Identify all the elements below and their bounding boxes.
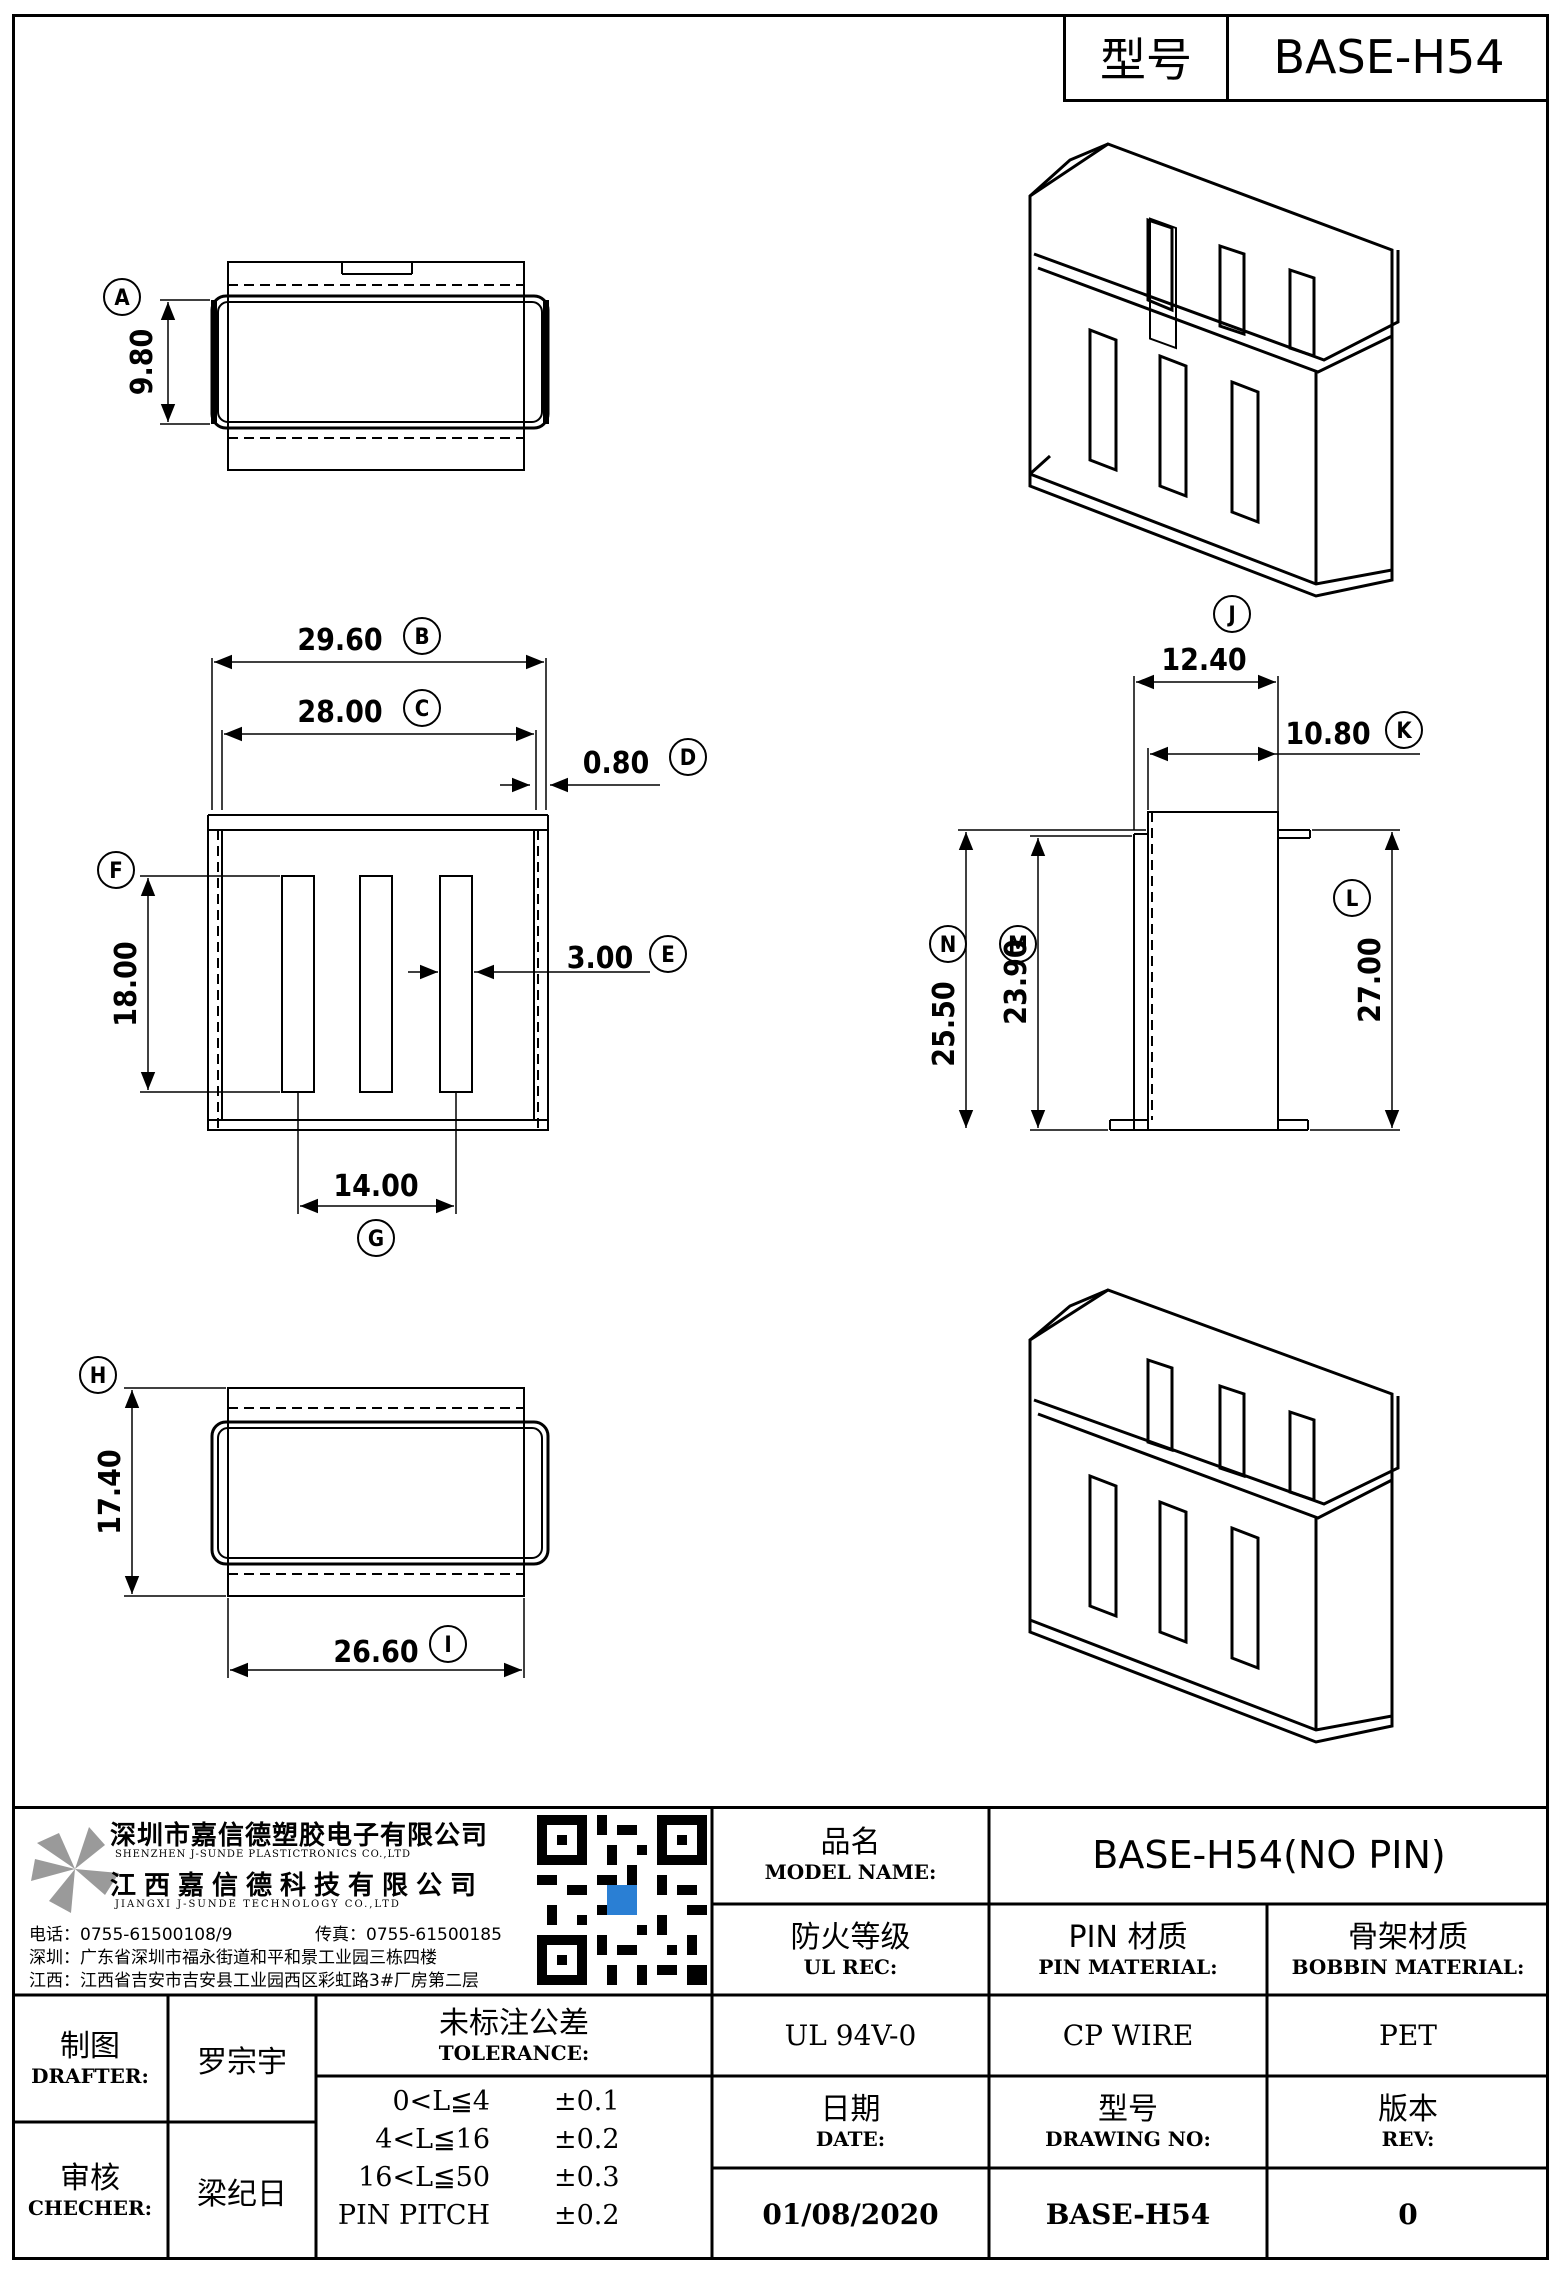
dim-D-value: 0.80 [583, 746, 650, 781]
dim-N-value: 25.50 [927, 981, 962, 1066]
drawing-no-label: 型号 DRAWING NO: [1045, 2092, 1211, 2152]
bottom-view [124, 1387, 550, 1678]
tolerance-label: 未标注公差 TOLERANCE: [438, 2005, 590, 2065]
dim-B-value: 29.60 [297, 623, 382, 658]
dim-I-value: 26.60 [333, 1635, 418, 1670]
company-area: 深圳市嘉信德塑胶电子有限公司 SHENZHEN J-SUNDE PLASTICT… [15, 1809, 712, 1992]
dim-E-value: 3.00 [567, 941, 634, 976]
tolerance-value: ±0.2 [554, 2124, 620, 2155]
top-view [160, 261, 550, 471]
tolerance-range: 0<L≦4 [392, 2086, 490, 2117]
tolerance-row: 16<L≦50 ±0.3 [316, 2162, 712, 2202]
balloon-F: F [109, 859, 123, 884]
balloon-J: J [1226, 603, 1235, 628]
balloon-C: C [415, 697, 430, 722]
dim-G-value: 14.00 [333, 1169, 418, 1204]
tolerance-rows: 0<L≦4 ±0.1 4<L≦16 ±0.2 16<L≦50 ±0.3 PIN … [316, 2080, 712, 2258]
model-name-label: 品名 MODEL NAME: [764, 1825, 937, 1885]
dim-L-value: 27.00 [1353, 937, 1388, 1022]
dim-F-value: 18.00 [109, 941, 144, 1026]
company-addr-jx: 江西：江西省吉安市吉安县工业园西区彩虹路3#厂房第二层 [29, 1971, 480, 1991]
tolerance-value: ±0.1 [554, 2086, 620, 2117]
company-fax: 传真：0755-61500185 [315, 1925, 502, 1945]
header-model-box: 型号 BASE-H54 [1063, 14, 1549, 102]
dim-C-value: 28.00 [297, 695, 382, 730]
company-name-jx: 江西嘉信德科技有限公司 [110, 1871, 485, 1901]
balloon-K: K [1396, 719, 1412, 744]
tolerance-value: ±0.2 [554, 2200, 620, 2231]
header-model-label: 型号 [1066, 14, 1229, 99]
dim-K-value: 10.80 [1285, 717, 1370, 752]
dim-A-value: 9.80 [125, 329, 160, 396]
tolerance-value: ±0.3 [554, 2162, 620, 2193]
balloon-E: E [661, 943, 675, 968]
dim-H-value: 17.40 [93, 1449, 128, 1534]
ul-rec-label: 防火等级 UL REC: [790, 1919, 911, 1979]
tolerance-range: 4<L≦16 [375, 2124, 490, 2155]
balloon-A: A [114, 286, 130, 311]
tolerance-row: 4<L≦16 ±0.2 [316, 2124, 712, 2164]
date-value: 01/08/2020 [762, 2197, 939, 2231]
drawing-frame [12, 14, 1549, 2260]
company-name-sz-en: SHENZHEN J-SUNDE PLASTICTRONICS CO.,LTD [115, 1849, 412, 1860]
header-model-value: BASE-H54 [1273, 29, 1505, 84]
tolerance-row: PIN PITCH ±0.2 [316, 2200, 712, 2240]
tolerance-row: 0<L≦4 ±0.1 [316, 2086, 712, 2126]
drafter-value: 罗宗宇 [197, 2044, 287, 2080]
balloon-H: H [90, 1364, 107, 1389]
rev-label: 版本 REV: [1378, 2092, 1438, 2152]
balloon-M: M [1008, 933, 1028, 958]
company-logo [31, 1827, 119, 1913]
ul-rec-value: UL 94V-0 [784, 2019, 917, 2052]
model-name-value: BASE-H54(NO PIN) [1092, 1833, 1446, 1877]
pin-material-value: CP WIRE [1062, 2019, 1194, 2052]
balloon-B: B [414, 625, 429, 650]
balloon-L: L [1346, 887, 1359, 912]
company-name-sz: 深圳市嘉信德塑胶电子有限公司 [110, 1821, 489, 1851]
side-view [958, 674, 1420, 1131]
title-block [12, 1806, 1549, 2260]
drafter-label: 制图 DRAFTER: [31, 2028, 149, 2088]
isometric-view-top [1028, 142, 1400, 598]
company-phone: 电话：0755-61500108/9 [29, 1925, 233, 1945]
dim-J-value: 12.40 [1161, 643, 1246, 678]
bobbin-material-label: 骨架材质 BOBBIN MATERIAL: [1291, 1919, 1525, 1979]
company-name-jx-en: JIANGXI J-SUNDE TECHNOLOGY CO.,LTD [115, 1899, 401, 1910]
pin-material-label: PIN 材质 PIN MATERIAL: [1038, 1919, 1218, 1979]
front-view [140, 654, 660, 1214]
tolerance-range: PIN PITCH [337, 2200, 490, 2231]
balloon-G: G [368, 1227, 384, 1252]
date-label: 日期 DATE: [815, 2092, 886, 2152]
technical-drawing: A B C D E F G H I J K L M N 9.80 29.60 2… [79, 142, 1423, 1744]
tolerance-range: 16<L≦50 [358, 2162, 490, 2193]
rev-value: 0 [1398, 2197, 1418, 2231]
dim-M-value: 23.90 [999, 939, 1034, 1024]
balloon-D: D [680, 746, 696, 771]
checker-value: 梁纪日 [197, 2177, 287, 2212]
checker-label: 审核 CHECHER: [27, 2161, 153, 2221]
balloon-N: N [940, 933, 957, 958]
bobbin-material-value: PET [1379, 2019, 1437, 2052]
company-addr-sz: 深圳：广东省深圳市福永街道和平和景工业园三栋四楼 [29, 1948, 437, 1968]
qr-code [537, 1815, 707, 1985]
isometric-view-bottom [1028, 1288, 1400, 1744]
drawing-no-value: BASE-H54 [1045, 2197, 1211, 2231]
balloon-I: I [444, 1633, 451, 1658]
